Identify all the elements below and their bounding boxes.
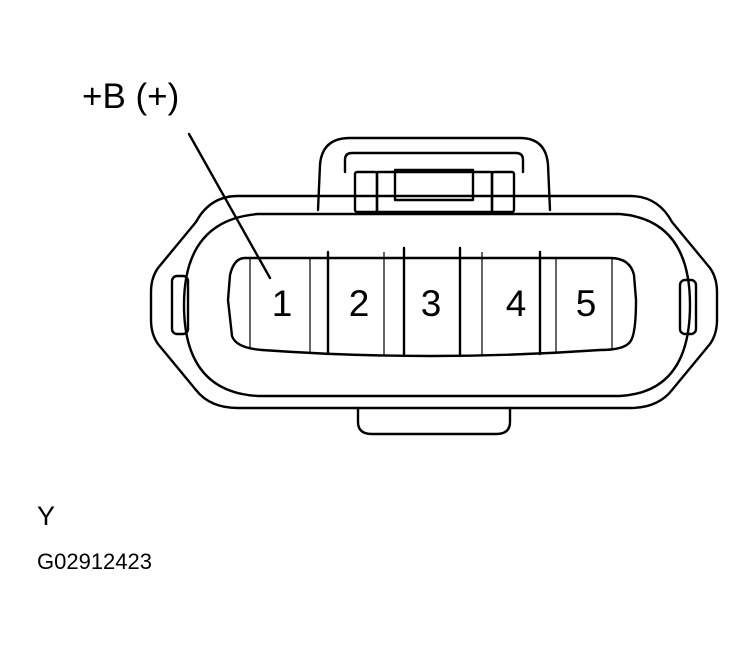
connector-bottom-tab xyxy=(356,406,512,436)
pin-number-4: 4 xyxy=(506,283,527,324)
callout-label: +B (+) xyxy=(82,77,179,116)
pin-number-1: 1 xyxy=(272,283,293,324)
pin-partitions xyxy=(249,246,613,358)
pin-number-2: 2 xyxy=(349,283,370,324)
terminal-cavity-face xyxy=(226,256,638,358)
pin-number-3: 3 xyxy=(421,283,442,324)
latch-left-tab xyxy=(353,170,379,214)
latch-inner-outline xyxy=(343,151,525,174)
figure-id: G02912423 xyxy=(37,549,152,574)
latch-center-window xyxy=(393,168,475,202)
connector-color-label: Y xyxy=(37,501,55,531)
pin-number-5: 5 xyxy=(576,283,597,324)
latch-center-block xyxy=(375,170,494,214)
connector-top-latch xyxy=(316,136,552,212)
callout-leader-line xyxy=(187,132,272,280)
connector-inner-outline xyxy=(182,212,692,398)
connector-outer-body xyxy=(149,194,719,410)
latch-right-tab xyxy=(490,170,516,214)
connector-left-side-tab xyxy=(170,274,190,336)
